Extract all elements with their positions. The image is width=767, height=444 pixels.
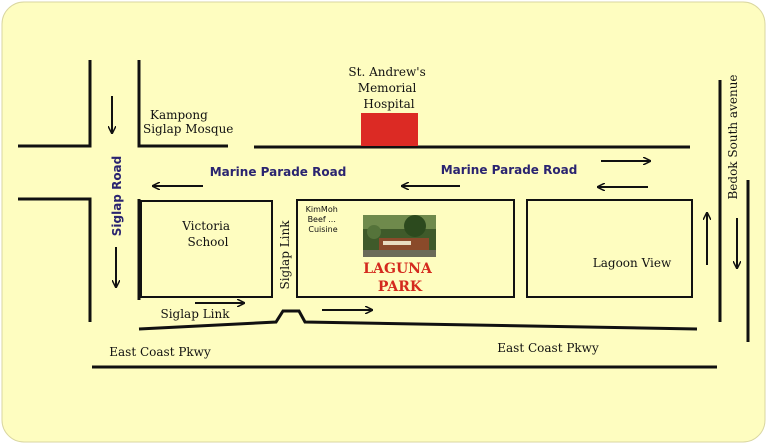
laguna-park-photo	[363, 215, 436, 257]
siglap-link-bottom-label: Siglap Link	[160, 307, 230, 321]
laguna-park-block	[296, 199, 515, 298]
laguna-park-label: LAGUNA PARK	[363, 261, 436, 295]
marine-parade-road-label-right: Marine Parade Road	[441, 163, 578, 177]
siglap-road-label: Siglap Road	[110, 156, 124, 237]
lagoon-view-block	[526, 199, 693, 298]
hospital-label: St. Andrew's Memorial Hospital	[348, 65, 429, 111]
lagoon-view-label: Lagoon View	[593, 256, 672, 270]
hospital-block	[361, 113, 418, 146]
victoria-school-block	[140, 200, 273, 298]
kimmoh-label: KimMoh Beef ... Cuisine	[306, 205, 341, 234]
siglap-link-vertical-label: Siglap Link	[278, 220, 292, 290]
road-line	[137, 60, 228, 148]
road-line	[18, 197, 92, 322]
victoria-school-label: Victoria School	[181, 219, 234, 249]
east-coast-pkwy-label-right: East Coast Pkwy	[497, 341, 599, 355]
mosque-label: Kampong Siglap Mosque	[143, 108, 233, 136]
road-line	[18, 60, 92, 148]
road-line	[138, 309, 698, 331]
bedok-south-avenue-label: Bedok South avenue	[726, 74, 740, 199]
marine-parade-road-label-left: Marine Parade Road	[210, 165, 347, 179]
east-coast-pkwy-label-left: East Coast Pkwy	[109, 345, 211, 359]
